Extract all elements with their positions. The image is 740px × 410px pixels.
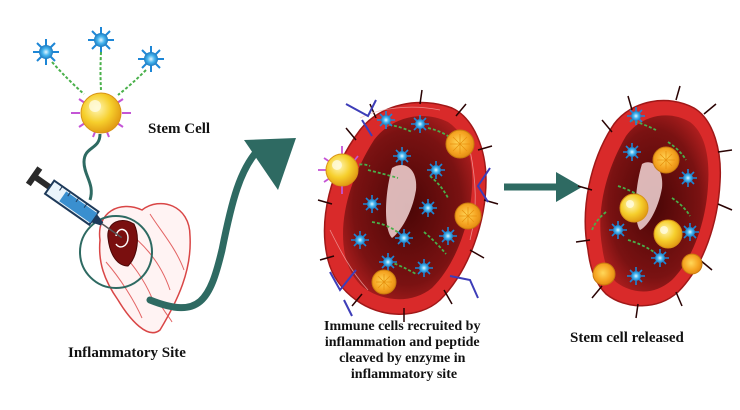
peptide-linkers: [51, 51, 147, 96]
injection-tube: [82, 133, 102, 201]
stem-cell-label: Stem Cell: [148, 121, 210, 137]
stem-released-label: Stem cell released: [570, 330, 685, 346]
immune-cell-icon: [351, 111, 457, 277]
enzyme-icon: [329, 99, 491, 317]
tissue-icon: [575, 85, 733, 319]
inflammatory-site-label: Inflammatory Site: [68, 345, 186, 361]
inflammation-highlight-circle: [79, 215, 153, 289]
syringe-icon: [25, 166, 123, 239]
immune-cell-icon: [88, 27, 114, 53]
flow-arrowhead-2: [556, 172, 582, 202]
immune-cell-icon: [138, 46, 164, 72]
immune-cell-icon: [609, 107, 699, 285]
flow-arrowhead-1: [244, 138, 296, 190]
stem-cell-icon: [71, 92, 131, 138]
tissue-icon: [317, 89, 499, 322]
stem-cell-icon: [318, 129, 482, 295]
immune-recruit-label: Immune cells recruited by inflammation a…: [324, 319, 484, 382]
heart-icon: [98, 202, 191, 334]
flow-arrow-curved: [146, 146, 262, 312]
immune-cell-icon: [33, 39, 59, 65]
stem-cell-icon: [592, 146, 703, 286]
